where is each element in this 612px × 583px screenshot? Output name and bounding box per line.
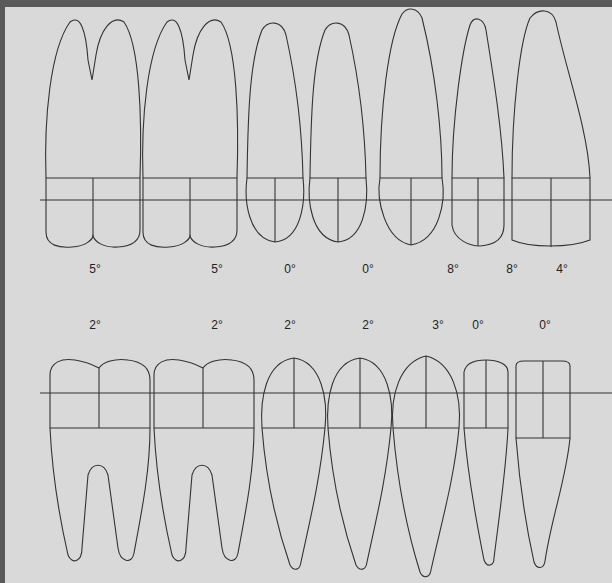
angle-value: 2°	[284, 318, 295, 332]
angle-value: 2°	[89, 318, 100, 332]
angle-value: 5°	[89, 262, 100, 276]
angle-value: 4°	[556, 262, 567, 276]
angle-value: 2°	[362, 318, 373, 332]
angle-value: 3°	[432, 318, 443, 332]
angle-value: 5°	[211, 262, 222, 276]
angle-value: 0°	[539, 318, 550, 332]
angle-value: 8°	[447, 262, 458, 276]
angle-value: 0°	[472, 318, 483, 332]
angle-value: 0°	[284, 262, 295, 276]
angle-value: 2°	[211, 318, 222, 332]
angle-value: 0°	[362, 262, 373, 276]
angle-value: 8°	[506, 262, 517, 276]
